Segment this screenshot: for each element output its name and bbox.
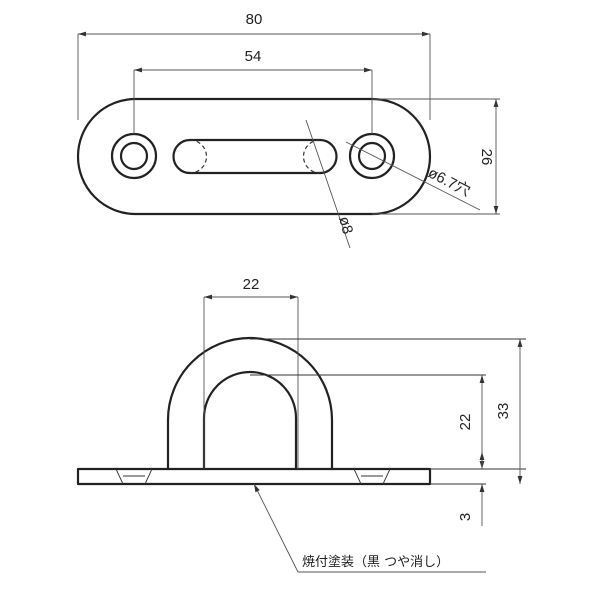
top-view: 80 54 26 ø6.7穴 ø8 (76, 11, 500, 249)
finish-note: 焼付塗装（黒 つや消し） (302, 554, 449, 570)
right-hole-inner (357, 141, 387, 171)
leader-hole-dia (345, 141, 481, 211)
dim-width: 26 (478, 149, 495, 166)
side-view: 22 33 22 3 焼付塗装（黒 つや消し） (76, 276, 526, 573)
loop-outer (166, 336, 334, 471)
left-hole-inner (119, 141, 149, 171)
base-plate (76, 467, 432, 486)
dim-overall-length: 80 (246, 11, 263, 28)
leader-finish-note (253, 483, 299, 573)
countersink-right (353, 468, 391, 485)
right-hole-outer (348, 132, 396, 180)
left-hole-outer (110, 132, 158, 180)
loop-inner (202, 370, 298, 471)
dim-inner-height: 22 (457, 414, 474, 431)
dim-slot-dia: ø8 (335, 215, 356, 236)
plate-outline-top (76, 97, 432, 216)
dim-loop-width: 22 (243, 276, 260, 293)
dim-plate-thickness: 3 (457, 513, 474, 521)
slot (172, 138, 338, 175)
dim-hole-pitch: 54 (245, 48, 262, 65)
countersink-left (115, 468, 153, 485)
dim-total-height: 33 (495, 403, 512, 420)
leader-slot-dia (305, 119, 351, 249)
